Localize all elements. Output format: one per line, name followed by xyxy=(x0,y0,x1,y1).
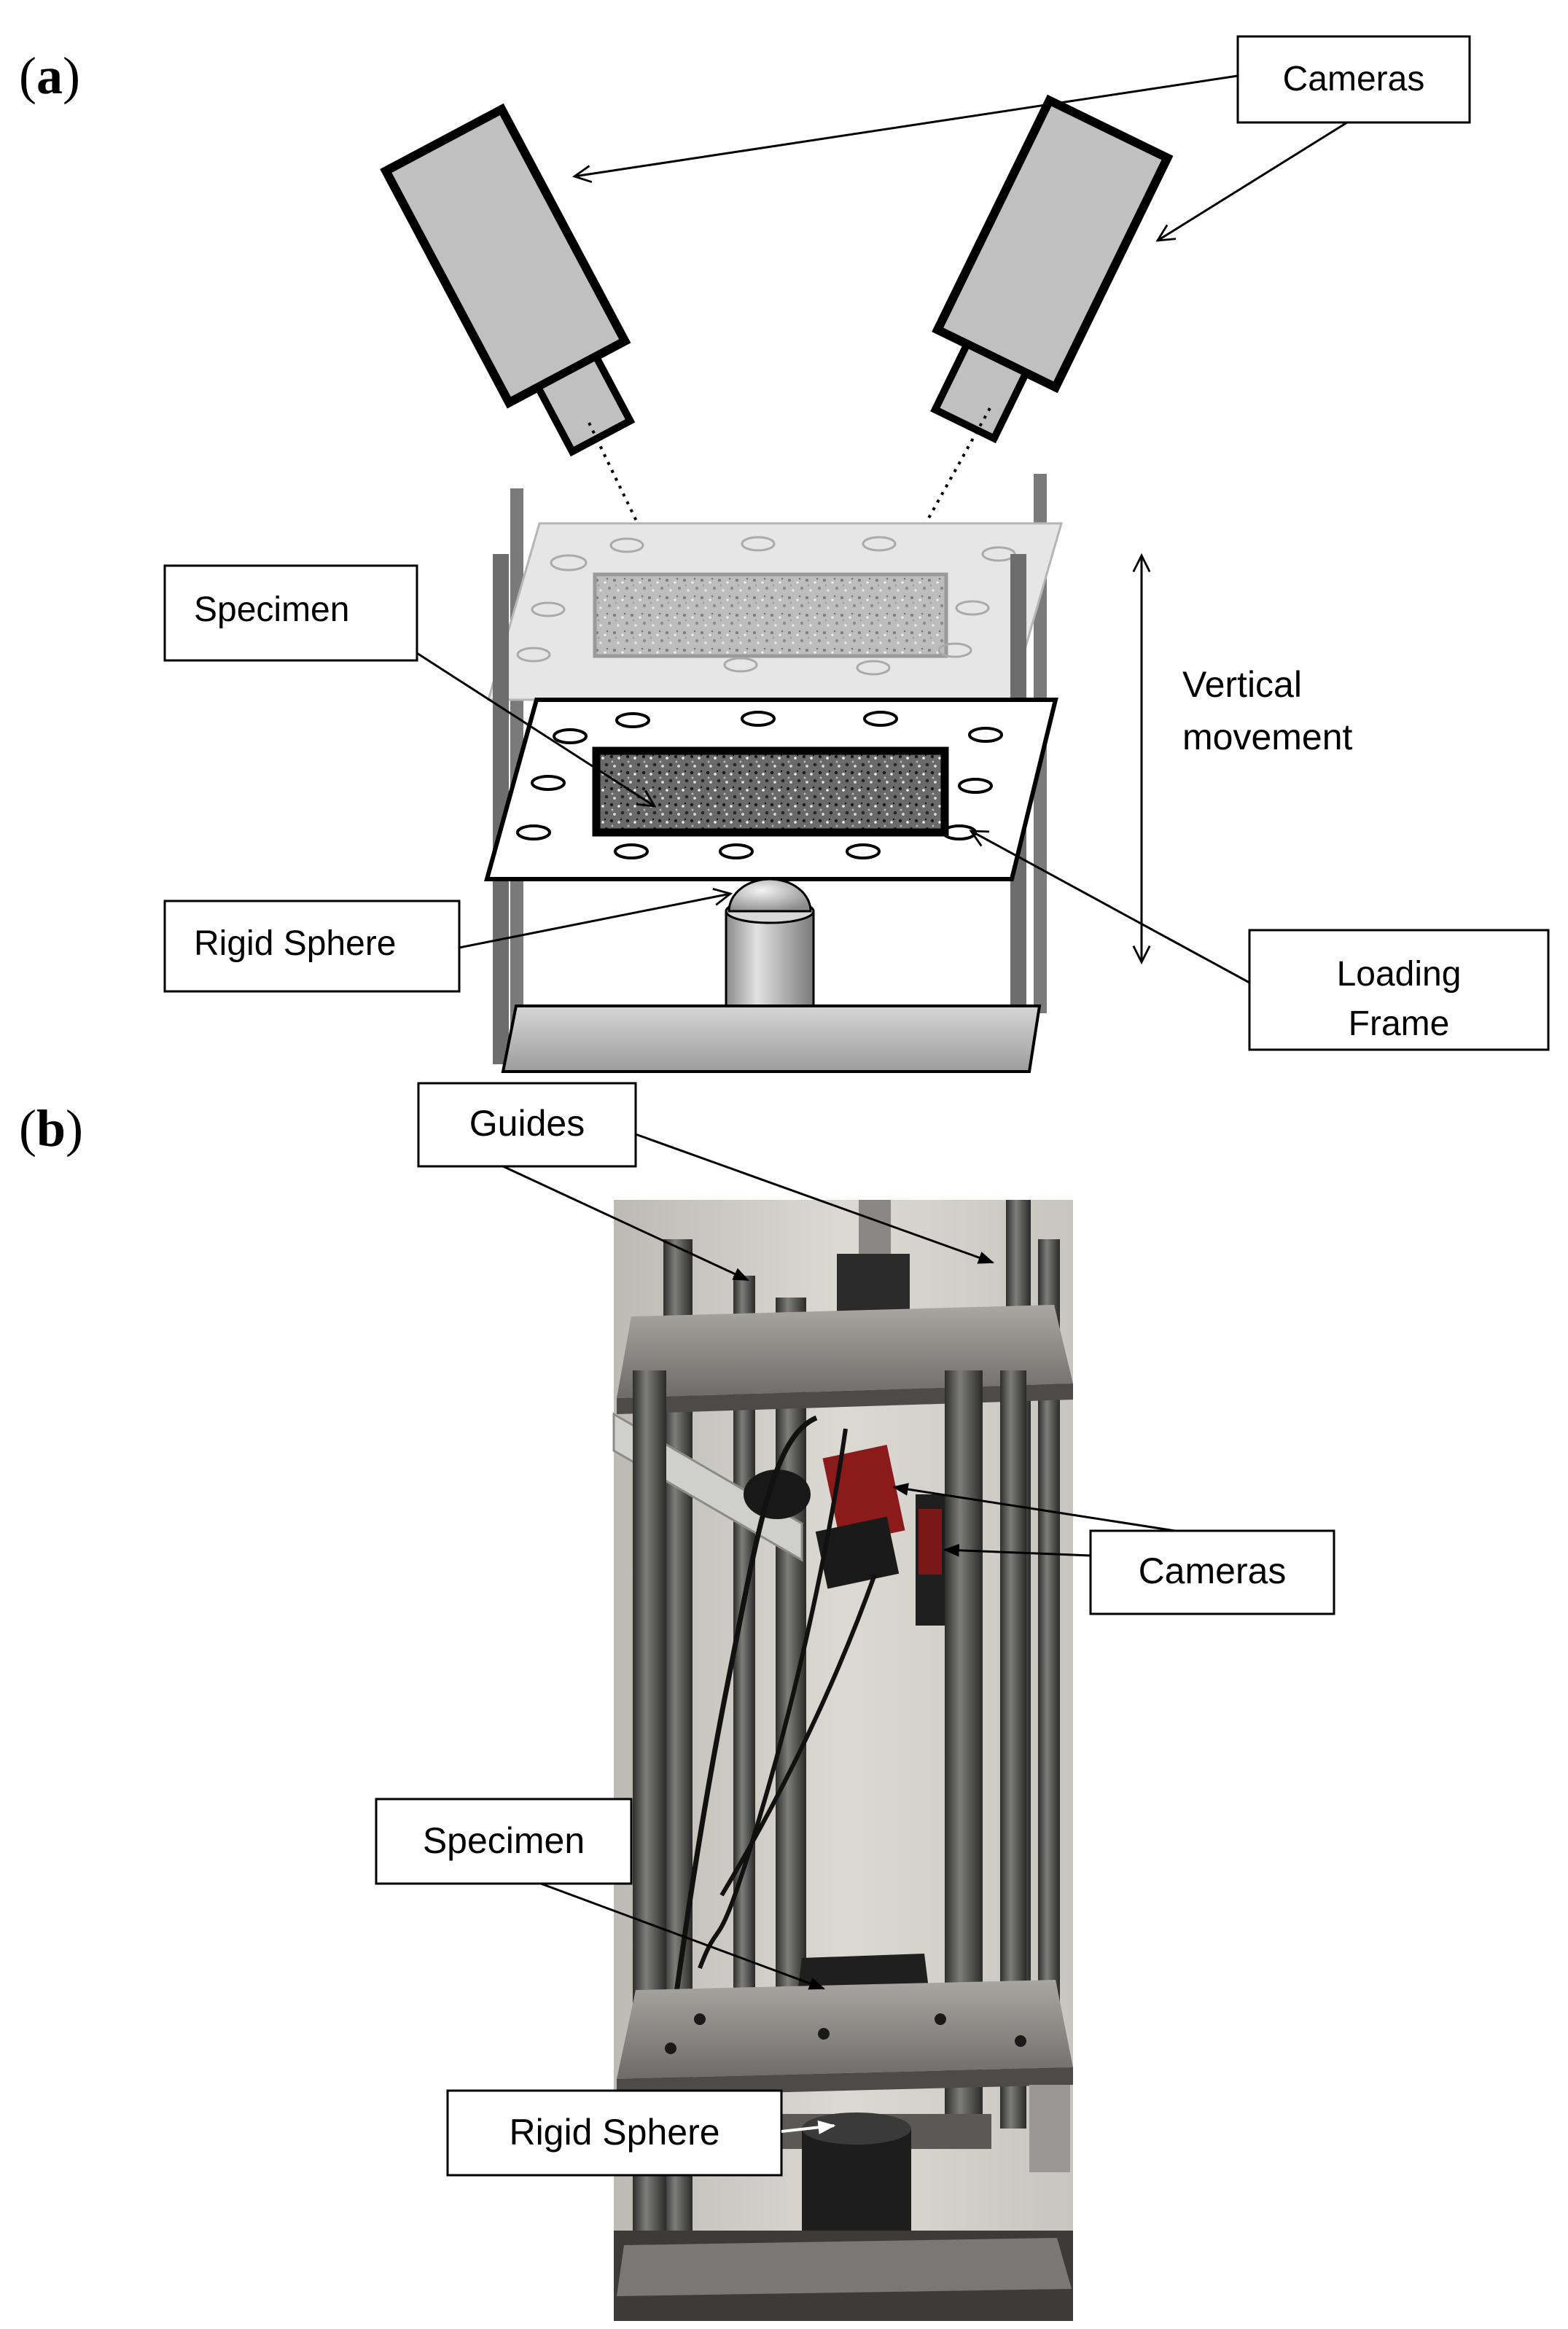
callout-guides: Guides xyxy=(469,1103,585,1144)
leader-cameras-right xyxy=(1158,121,1348,241)
leader-guides-right xyxy=(635,1133,995,1264)
callout-rigid-sphere-a: Rigid Sphere xyxy=(194,924,397,963)
leader-cameras-b-top xyxy=(892,1483,1176,1532)
leader-specimen-a xyxy=(416,652,655,806)
callout-box-specimen-a xyxy=(163,564,418,662)
lower-plate xyxy=(484,698,1058,881)
callout-vertical-movement-line2: movement xyxy=(1182,717,1353,757)
callout-specimen-b: Specimen xyxy=(423,1820,585,1861)
callout-box-loading-frame xyxy=(1248,929,1550,1051)
leader-rigid-sphere-b xyxy=(781,2120,836,2134)
guide-rod-front-left xyxy=(493,554,509,1064)
upper-plate xyxy=(487,522,1063,701)
panel-b: (b) xyxy=(19,1082,1335,2321)
callout-box-cameras-a xyxy=(1236,35,1471,124)
leader-loading-frame xyxy=(971,831,1250,984)
camera-right-icon xyxy=(930,94,1174,444)
callout-specimen-a: Specimen xyxy=(194,590,349,629)
callout-box-guides xyxy=(417,1082,637,1168)
leader-cameras-left xyxy=(574,74,1239,176)
rigid-sphere-icon xyxy=(728,878,812,913)
camera-left-icon xyxy=(380,103,636,457)
callout-loading-frame-line2: Frame xyxy=(1349,1004,1450,1043)
leader-cameras-b-bottom xyxy=(943,1543,1091,1557)
base-plate xyxy=(501,1004,1042,1073)
panel-b-label: (b) xyxy=(19,1099,83,1158)
callout-cameras-b: Cameras xyxy=(1139,1550,1287,1591)
leader-specimen-b xyxy=(540,1882,826,1990)
callout-box-rigid-sphere-a xyxy=(163,900,461,993)
callout-vertical-movement-line1: Vertical xyxy=(1182,664,1302,705)
callout-box-cameras-b xyxy=(1089,1529,1335,1615)
callout-loading-frame-line1: Loading xyxy=(1337,955,1462,994)
leader-rigid-sphere-a xyxy=(459,894,730,949)
panel-a-label: (a) xyxy=(19,47,80,105)
callout-cameras-a: Cameras xyxy=(1283,60,1425,98)
callout-box-rigid-sphere-b xyxy=(446,2089,783,2177)
callout-rigid-sphere-b: Rigid Sphere xyxy=(509,2112,719,2153)
callout-box-specimen-b xyxy=(375,1798,633,1885)
leader-guides-left xyxy=(502,1165,749,1281)
panel-a: (a) xyxy=(19,35,1550,1073)
